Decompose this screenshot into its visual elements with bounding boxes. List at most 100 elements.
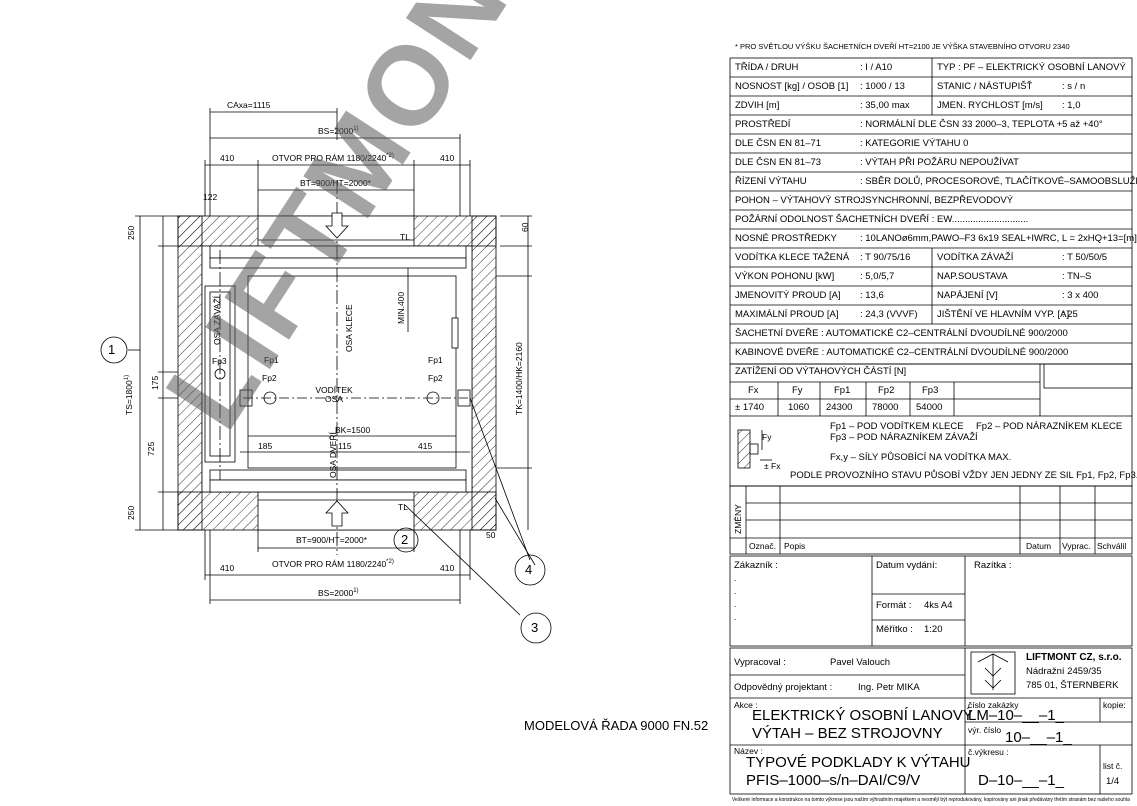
callout-circle-1 xyxy=(100,336,128,364)
dim-185: 185 xyxy=(258,441,273,451)
tb-vypracoval-value: Pavel Valouch xyxy=(830,657,891,668)
tb-cislo-zakazky-value: LM–10–__–1_ xyxy=(968,707,1064,724)
loads-header-fp1: Fp1 xyxy=(834,385,851,396)
spec-row-label: JMENOVITÝ PROUD [A] xyxy=(735,290,841,301)
car-outline xyxy=(247,275,457,469)
dim-bk: BK=1500 xyxy=(335,425,371,435)
callout-1-label: 1 xyxy=(108,342,116,357)
spec-row-label: DLE ČSN EN 81–73 xyxy=(735,157,822,168)
label-tl-bottom: TL xyxy=(398,502,408,512)
dim-50: 50 xyxy=(486,530,496,540)
loads-legend-note: PODLE PROVOZNÍHO STAVU PŮSOBÍ VŽDY JEN J… xyxy=(790,470,1137,481)
tb-c-vykresu-value: D–10–__–1_ xyxy=(978,772,1064,789)
callout-2-label: 2 xyxy=(401,532,409,547)
dim-122: 122 xyxy=(203,192,218,202)
spec-row-value-2: : 25 xyxy=(1062,309,1078,320)
spec-row-value: : 1000 / 13 xyxy=(860,81,905,92)
callout-circle-4 xyxy=(514,554,546,586)
dim-410-left-top: 410 xyxy=(220,153,235,163)
spec-row-label-2: NAP.SOUSTAVA xyxy=(937,271,1008,282)
spec-note: * PRO SVĚTLOU VÝŠKU ŠACHETNÍCH DVEŘÍ HT=… xyxy=(735,42,1070,51)
tb-vyr-cislo-value: 10–__–1_ xyxy=(1005,729,1072,746)
spec-row-value-2: : 3 x 400 xyxy=(1062,290,1099,301)
spec-row-label: VODÍTKA KLECE TAŽENÁ xyxy=(735,252,850,263)
tb-akce-line2: VÝTAH – BEZ STROJOVNY xyxy=(752,725,943,742)
spec-row-value: : 13,6 xyxy=(860,290,884,301)
loads-legend-fp3: Fp3 – POD NÁRAZNÍKEM ZÁVAŽÍ xyxy=(830,432,978,443)
spec-row-label-2: JMEN. RYCHLOST [m/s] xyxy=(937,100,1043,111)
loads-value-fy: 1060 xyxy=(788,402,810,413)
loads-title: ZATÍŽENÍ OD VÝTAHOVÝCH ČÁSTÍ [N] xyxy=(735,366,907,377)
loads-header-fp3: Fp3 xyxy=(922,385,939,396)
tb-nazev-line2: PFIS–1000–s/n–DAI/C9/V xyxy=(746,772,921,789)
spec-row-value: : 24,3 (VVVF) xyxy=(860,309,918,320)
tb-kopie-label: kopie: xyxy=(1103,700,1126,710)
spec-row-label: POŽÁRNÍ ODOLNOST ŠACHETNÍCH DVEŘÍ : EW..… xyxy=(735,214,1029,225)
tb-street: Nádražní 2459/35 xyxy=(1026,666,1102,677)
spec-row-label: VÝKON POHONU [kW] xyxy=(735,271,835,282)
spec-row-value: : 10LANOø6mm,PAWO–F3 6x19 SEAL+IWRC, L =… xyxy=(860,233,1137,244)
label-fp3: Fp3 xyxy=(212,356,227,366)
loads-header-fp2: Fp2 xyxy=(878,385,895,396)
spec-row-value-2: : s / n xyxy=(1062,81,1086,92)
tb-company: LIFTMONT CZ, s.r.o. xyxy=(1026,652,1122,663)
loads-header-fx: Fx xyxy=(748,385,759,396)
label-tl-top: TL xyxy=(400,232,410,242)
tb-list-value: 1/4 xyxy=(1106,776,1120,787)
loads-fy-label: Fy xyxy=(762,432,772,442)
spec-row-value: : SBĚR DOLŮ, PROCESOROVÉ, TLAČÍTKOVÉ–SAM… xyxy=(860,176,1137,187)
rail-force-icon xyxy=(737,429,772,469)
spec-row-value: : NORMÁLNÍ DLE ČSN 33 2000–3, TEPLOTA +5… xyxy=(860,119,1103,130)
spec-row-value: : I / A10 xyxy=(860,62,893,73)
spec-row-value: : T 90/75/16 xyxy=(860,252,911,263)
dim-bt-bottom: BT=900/HT=2000* xyxy=(296,535,367,545)
model-series: MODELOVÁ ŘADA 9000 FN.52 xyxy=(524,718,709,733)
changes-col-oznac: Označ. xyxy=(749,541,776,551)
dim-bt-top: BT=900/HT=2000* xyxy=(300,178,371,188)
spec-row-value: : 35,00 max xyxy=(860,100,910,111)
tb-c-vykresu-label: č.výkresu : xyxy=(968,747,1009,757)
spec-row-label: ŠACHETNÍ DVEŘE : AUTOMATICKÉ C2–CENTRÁLN… xyxy=(735,328,1068,339)
tb-meritko-label: Měřítko : xyxy=(876,624,913,635)
dim-bs-top: BS=20001) xyxy=(318,126,359,136)
tb-cislo-zakazky-label: číslo zakázky xyxy=(968,700,1019,710)
loads-value-fx: ± 1740 xyxy=(735,402,764,413)
dim-otvor-top: OTVOR PRO RÁM 1180/2240*2) xyxy=(272,153,394,163)
spec-row-value: : KATEGORIE VÝTAHU 0 xyxy=(860,138,969,149)
tb-nazev-label: Název : xyxy=(734,746,763,756)
changes-col-datum: Datum xyxy=(1026,541,1052,551)
callout-circle-2 xyxy=(393,527,419,553)
spec-row-label-2: VODÍTKA ZÁVAŽÍ xyxy=(937,252,1014,263)
label-fp1-left: Fp1 xyxy=(264,355,279,365)
loads-legend-fp2: Fp2 – POD NÁRAZNÍKEM KLECE xyxy=(976,421,1123,432)
tb-akce-line1: ELEKTRICKÝ OSOBNÍ LANOVÝ xyxy=(752,707,973,724)
tb-format-label: Formát : xyxy=(876,600,912,611)
spec-row-label: NOSNOST [kg] / OSOB [1] xyxy=(735,81,849,92)
spec-row-label-2: TYP : PF – ELEKTRICKÝ OSOBNÍ LANOVÝ xyxy=(937,62,1126,73)
label-fp1-right: Fp1 xyxy=(428,355,443,365)
dim-410-right-top: 410 xyxy=(440,153,455,163)
callout-4-label: 4 xyxy=(525,562,533,577)
tb-vyr-cislo-label: výr. číslo xyxy=(968,725,1002,735)
callout-3-label: 3 xyxy=(531,620,539,635)
dim-otvor-bottom: OTVOR PRO RÁM 1180/2240*2) xyxy=(272,559,394,569)
spec-row-value-2: : TN–S xyxy=(1062,271,1092,282)
spec-row-label: POHON – VÝTAHOVÝ STROJ xyxy=(735,195,866,206)
loads-legend-fp1: Fp1 – POD VODÍTKEM KLECE xyxy=(830,421,964,432)
dim-410-left-bottom: 410 xyxy=(220,563,235,573)
spec-row-label: ZDVIH [m] xyxy=(735,100,780,111)
dim-415: 415 xyxy=(418,441,433,451)
dim-caxa: CAxa=1115 xyxy=(227,100,271,110)
changes-side-label: ZMĚNY xyxy=(733,504,743,534)
shaft-wall-right xyxy=(471,215,497,531)
spec-row-label-2: NAPÁJENÍ [V] xyxy=(937,290,998,301)
tb-datum-vydani-label: Datum vydání: xyxy=(876,560,938,571)
changes-col-vyprac: Vyprac. xyxy=(1062,541,1091,551)
tb-zakaznik-label: Zákazník : xyxy=(734,560,778,571)
spec-row-value-2: : 1,0 xyxy=(1062,100,1081,111)
tb-projektant-value: Ing. Petr MIKA xyxy=(858,682,920,693)
tb-razitka-label: Razítka : xyxy=(974,560,1012,571)
spec-row-value: : VÝTAH PŘI POŽÁRU NEPOUŽÍVAT xyxy=(860,157,1019,168)
dim-115: 115 xyxy=(338,441,352,451)
